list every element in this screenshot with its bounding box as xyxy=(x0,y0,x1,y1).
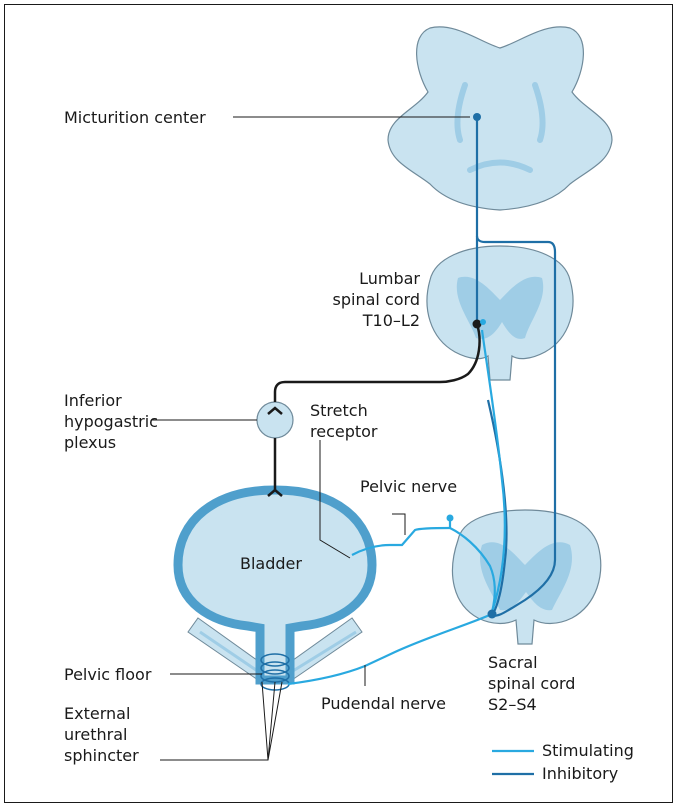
label-bladder: Bladder xyxy=(240,553,302,574)
lumbar-spinal-cord xyxy=(427,246,573,380)
sacral-spinal-cord xyxy=(452,510,600,644)
legend-stimulating-label: Stimulating xyxy=(542,740,634,761)
label-lumbar: Lumbar spinal cord T10–L2 xyxy=(296,268,420,331)
label-micturition-center: Micturition center xyxy=(64,107,206,128)
label-pelvic-nerve: Pelvic nerve xyxy=(360,476,457,497)
label-sacral: Sacral spinal cord S2–S4 xyxy=(488,652,575,715)
label-hypogastric-plexus: Inferior hypogastric plexus xyxy=(64,390,158,453)
sacral-node xyxy=(488,610,497,619)
label-pelvic-floor: Pelvic floor xyxy=(64,664,151,685)
micturition-center-node xyxy=(473,113,481,121)
brainstem xyxy=(388,27,612,210)
legend-inhibitory-label: Inhibitory xyxy=(542,763,618,784)
label-stretch-receptor: Stretch receptor xyxy=(310,400,378,442)
label-external-urethral-sphincter: External urethral sphincter xyxy=(64,703,139,766)
label-pudendal-nerve: Pudendal nerve xyxy=(321,693,446,714)
bladder-organ xyxy=(178,490,372,680)
stretch-synapse-node xyxy=(447,515,454,522)
lumbar-stim-node xyxy=(480,319,486,325)
lumbar-node xyxy=(473,320,482,329)
